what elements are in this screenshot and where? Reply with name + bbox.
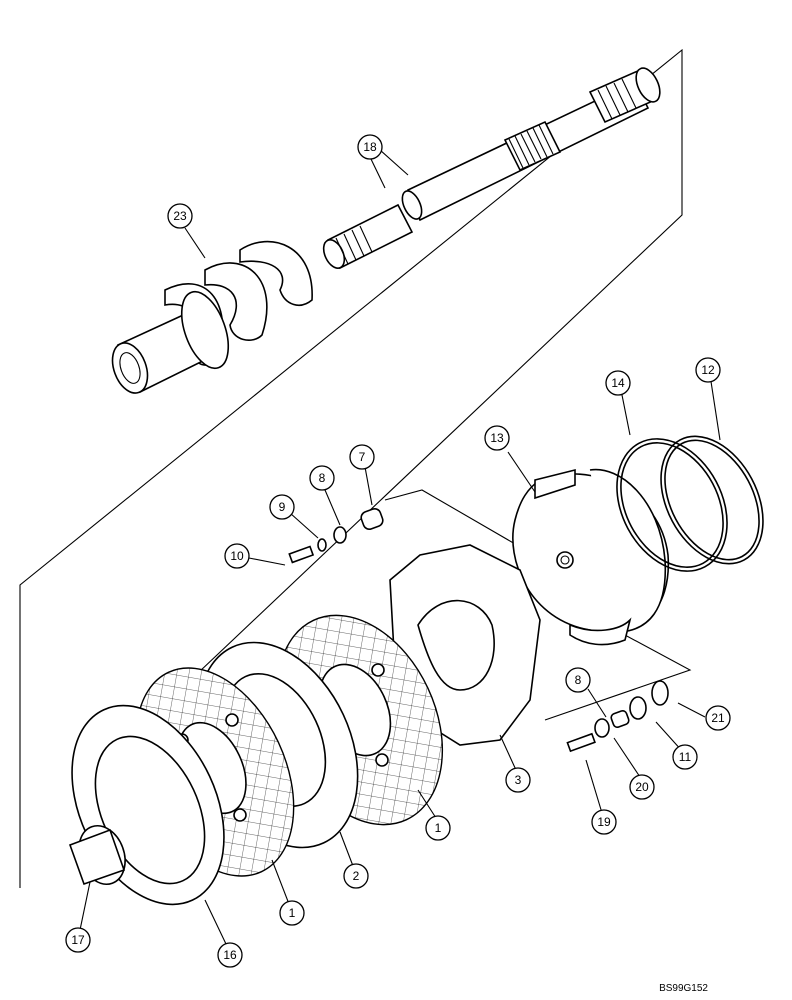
svg-text:18: 18 bbox=[363, 140, 377, 154]
callout-23: 23 bbox=[167, 203, 193, 229]
svg-text:1: 1 bbox=[289, 906, 296, 920]
callout-8-upper: 8 bbox=[309, 465, 335, 491]
seal-rings bbox=[616, 435, 764, 572]
svg-text:3: 3 bbox=[515, 773, 522, 787]
hub-gear bbox=[68, 825, 126, 886]
callout-3: 3 bbox=[505, 767, 531, 793]
svg-text:12: 12 bbox=[701, 363, 715, 377]
svg-text:21: 21 bbox=[711, 711, 725, 725]
svg-text:23: 23 bbox=[173, 209, 187, 223]
svg-text:11: 11 bbox=[679, 750, 692, 764]
callout-1-lower: 1 bbox=[279, 900, 305, 926]
callout-14: 14 bbox=[605, 370, 631, 396]
leader-lines bbox=[79, 149, 721, 945]
callout-11: 11 bbox=[672, 744, 698, 770]
svg-text:1: 1 bbox=[435, 821, 442, 835]
svg-text:7: 7 bbox=[359, 450, 366, 464]
callout-9: 9 bbox=[269, 494, 295, 520]
callout-8-lower: 8 bbox=[565, 667, 591, 693]
output-shaft bbox=[401, 67, 661, 222]
callout-18: 18 bbox=[357, 134, 383, 160]
svg-text:9: 9 bbox=[279, 500, 286, 514]
callout-7: 7 bbox=[349, 444, 375, 470]
svg-text:19: 19 bbox=[597, 815, 611, 829]
svg-text:14: 14 bbox=[611, 376, 625, 390]
svg-text:2: 2 bbox=[353, 869, 360, 883]
callout-20: 20 bbox=[629, 774, 655, 800]
callout-17: 17 bbox=[65, 927, 91, 953]
callout-2: 2 bbox=[343, 863, 369, 889]
callout-13: 13 bbox=[484, 425, 510, 451]
callout-19: 19 bbox=[591, 809, 617, 835]
short-shaft bbox=[322, 203, 414, 270]
callout-21: 21 bbox=[705, 705, 731, 731]
callout-1-upper: 1 bbox=[425, 815, 451, 841]
input-hub bbox=[111, 290, 230, 394]
svg-text:8: 8 bbox=[319, 471, 326, 485]
callout-16: 16 bbox=[217, 942, 243, 968]
piston-housing bbox=[512, 468, 670, 646]
callout-10: 10 bbox=[224, 543, 250, 569]
svg-text:16: 16 bbox=[223, 948, 237, 962]
svg-text:13: 13 bbox=[490, 431, 504, 445]
svg-text:20: 20 bbox=[635, 780, 649, 794]
drawing-code: BS99G152 bbox=[659, 983, 708, 994]
svg-text:10: 10 bbox=[230, 549, 244, 563]
bleed-valve-hardware bbox=[288, 508, 384, 564]
svg-text:8: 8 bbox=[575, 673, 582, 687]
check-valve-hardware bbox=[566, 680, 669, 753]
callout-12: 12 bbox=[695, 357, 721, 383]
svg-text:17: 17 bbox=[71, 933, 85, 947]
